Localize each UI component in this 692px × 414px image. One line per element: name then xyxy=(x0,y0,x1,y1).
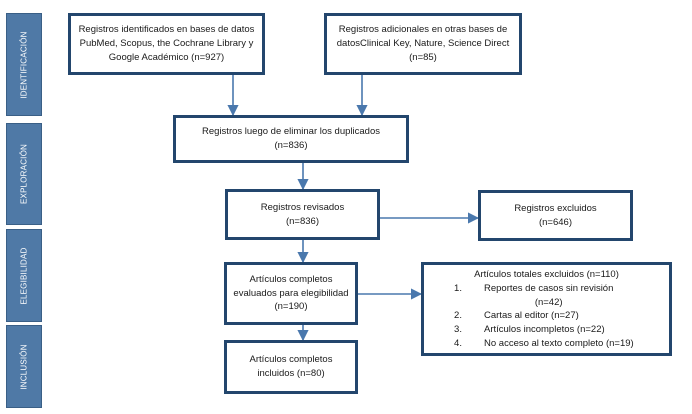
list-item-text: Cartas al editor (n=27) xyxy=(484,310,579,322)
box-additional-records: Registros adicionales en otras bases de … xyxy=(324,13,522,75)
reviewed-line2: (n=836) xyxy=(285,215,319,227)
list-item-text: Reportes de casos sin revisión (n=42) xyxy=(484,282,613,310)
excluded-records-line1: Registros excluidos xyxy=(514,202,597,214)
list-item-text-line1: Reportes de casos sin revisión xyxy=(484,282,614,294)
list-item-number: 3. xyxy=(454,324,462,336)
list-item-number: 2. xyxy=(454,310,462,322)
list-item-number: 1. xyxy=(454,282,462,294)
list-item: 3. Artículos incompletos (n=22) xyxy=(432,323,661,337)
excluded-records-line2: (n=646) xyxy=(538,216,572,228)
deduplicated-line2: (n=836) xyxy=(274,140,308,151)
deduplicated-line1: Registros luego de eliminar los duplicad… xyxy=(202,126,380,138)
reviewed-line1: Registros revisados xyxy=(260,201,345,213)
list-item: 4. No acceso al texto completo (n=19) xyxy=(432,337,661,351)
phase-identification: IDENTIFICACIÓN xyxy=(6,13,42,116)
box-included-articles: Artículos completos incluidos (n=80) xyxy=(224,340,358,394)
box-identified-records: Registros identificados en bases de dato… xyxy=(68,13,265,75)
excluded-articles-title: Artículos totales excluidos (n=110) xyxy=(474,269,619,280)
box-excluded-articles: Artículos totales excluidos (n=110) 1. R… xyxy=(421,262,672,356)
fulltext-evaluated-text: Artículos completos evaluados para elegi… xyxy=(233,273,349,313)
phase-inclusion: INCLUSIÓN xyxy=(6,325,42,408)
list-item-text: Artículos incompletos (n=22) xyxy=(484,324,605,336)
phase-eligibility: ELEGIBILIDAD xyxy=(6,229,42,322)
list-item: 2. Cartas al editor (n=27) xyxy=(432,309,661,323)
list-item-text-line2: (n=42) xyxy=(534,296,563,308)
phase-exploration: EXPLORACIÓN xyxy=(6,123,42,225)
list-item: 1. Reportes de casos sin revisión (n=42) xyxy=(432,282,661,310)
excluded-articles-list: 1. Reportes de casos sin revisión (n=42)… xyxy=(432,282,661,351)
box-excluded-records: Registros excluidos (n=646) xyxy=(478,190,633,241)
identified-records-text: Registros identificados en bases de dato… xyxy=(78,24,255,63)
additional-records-text: Registros adicionales en otras bases de … xyxy=(336,24,510,63)
box-fulltext-evaluated: Artículos completos evaluados para elegi… xyxy=(224,262,358,325)
list-item-number: 4. xyxy=(454,337,462,349)
box-reviewed-records: Registros revisados (n=836) xyxy=(225,189,380,240)
list-item-text: No acceso al texto completo (n=19) xyxy=(484,337,634,349)
included-articles-text: Artículos completos incluidos (n=80) xyxy=(249,354,333,379)
box-deduplicated-records: Registros luego de eliminar los duplicad… xyxy=(173,115,409,163)
